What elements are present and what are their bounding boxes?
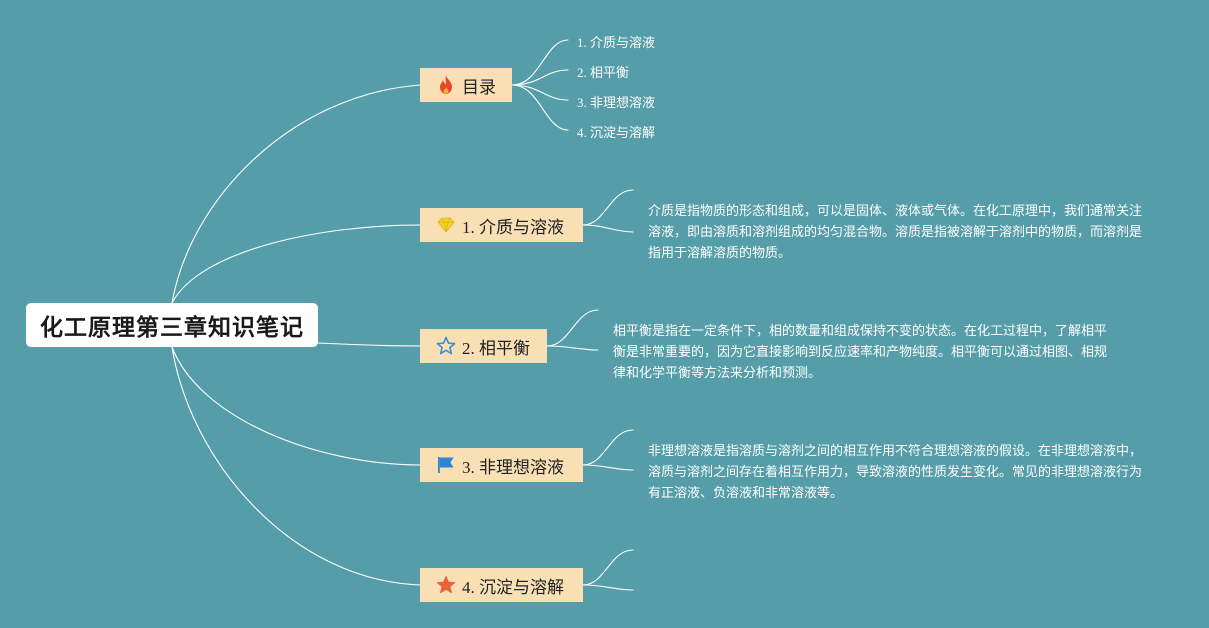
topic-label: 目录 (462, 77, 496, 97)
connector-root-equilibrium (317, 342, 421, 347)
fire-icon (436, 75, 456, 95)
note-medium-and-solution: 介质是指物质的形态和组成，可以是固体、液体或气体。在化工原理中，我们通常关注溶液… (648, 204, 1143, 261)
topic-label: 2. 相平衡 (462, 338, 530, 358)
connector-root-medium (171, 224, 421, 304)
connector-toc-2 (511, 69, 569, 86)
topic-label: 4. 沉淀与溶解 (462, 577, 564, 597)
topic-label: 3. 非理想溶液 (462, 457, 564, 477)
star-icon (436, 575, 456, 595)
note-nonideal-solution: 非理想溶液是指溶质与溶剂之间的相互作用不符合理想溶液的假设。在非理想溶液中，溶质… (648, 444, 1143, 501)
topic-medium-and-solution[interactable]: 1. 介质与溶液 (420, 208, 583, 242)
topic-label: 1. 介质与溶液 (462, 217, 564, 237)
connector-root-nonideal (171, 346, 421, 466)
connector-equilibrium-b (546, 345, 599, 351)
connector-nonideal-b (582, 464, 634, 471)
toc-item[interactable]: 4. 沉淀与溶解 (577, 125, 656, 140)
connector-toc-1 (511, 39, 569, 86)
connector-toc-3 (511, 84, 569, 101)
topic-nonideal-solution[interactable]: 3. 非理想溶液 (420, 448, 583, 482)
connector-nonideal-a (582, 429, 634, 466)
connector-medium-a (582, 189, 634, 226)
connector-root-dissolution (171, 346, 421, 586)
topic-phase-equilibrium[interactable]: 2. 相平衡 (420, 329, 547, 363)
star-outline-icon (436, 336, 456, 356)
toc-item[interactable]: 2. 相平衡 (577, 65, 630, 80)
diamond-icon (436, 215, 456, 235)
toc-item[interactable]: 1. 介质与溶液 (577, 35, 656, 50)
connector-dissolution-a (582, 549, 634, 586)
note-phase-equilibrium: 相平衡是指在一定条件下，相的数量和组成保持不变的状态。在化工过程中，了解相平衡是… (613, 324, 1108, 381)
connector-medium-b (582, 224, 634, 233)
connector-root-toc (171, 84, 421, 304)
flag-icon (436, 455, 456, 475)
root-title: 化工原理第三章知识笔记 (40, 315, 304, 341)
topic-toc[interactable]: 目录 (420, 68, 512, 102)
toc-item[interactable]: 3. 非理想溶液 (577, 95, 656, 110)
connector-toc-4 (511, 84, 569, 131)
topic-precipitation-dissolution[interactable]: 4. 沉淀与溶解 (420, 568, 583, 602)
root-topic[interactable]: 化工原理第三章知识笔记 (26, 303, 318, 347)
connector-dissolution-b (582, 584, 634, 591)
connector-equilibrium-a (546, 309, 599, 347)
